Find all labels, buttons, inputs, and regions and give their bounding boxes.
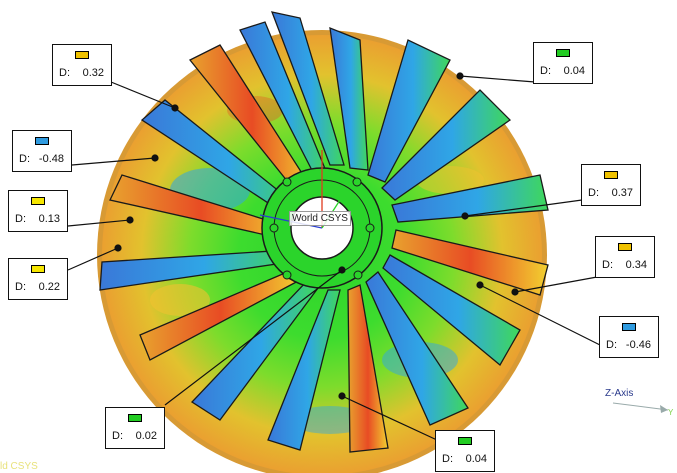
- deviation-prefix: D:: [59, 67, 70, 79]
- triad-arrow: [660, 405, 668, 413]
- leader-line: [110, 81, 176, 109]
- leader-line: [479, 284, 601, 346]
- deviation-prefix: D:: [15, 213, 26, 225]
- deviation-value: 0.13: [38, 213, 60, 225]
- deviation-swatch: [622, 323, 636, 331]
- orientation-triad: [612, 402, 669, 413]
- deviation-swatch: [458, 437, 472, 445]
- faded-csys-label: ld CSYS: [0, 461, 38, 472]
- blade: [367, 39, 451, 183]
- deviation-swatch: [75, 51, 89, 59]
- deviation-prefix: D:: [602, 259, 613, 271]
- blade: [329, 26, 369, 171]
- blade: [347, 284, 389, 453]
- leader-line: [164, 269, 343, 406]
- deviation-callout[interactable]: D: 0.04: [533, 42, 593, 84]
- deviation-callout[interactable]: D: 0.32: [52, 44, 112, 86]
- deviation-value: 0.02: [135, 430, 157, 442]
- deviation-callout[interactable]: D: 0.04: [435, 430, 495, 472]
- deviation-prefix: D:: [588, 187, 599, 199]
- deviation-value: 0.32: [82, 67, 104, 79]
- deviation-swatch: [556, 49, 570, 57]
- deviation-value: 0.34: [625, 259, 647, 271]
- deviation-value: -0.46: [625, 339, 651, 351]
- deviation-swatch: [618, 243, 632, 251]
- deviation-prefix: D:: [540, 65, 551, 77]
- bolt-hole: [269, 223, 279, 233]
- deviation-value: -0.48: [38, 153, 64, 165]
- leader-line: [67, 219, 131, 227]
- leader-line: [341, 395, 438, 441]
- blade: [267, 289, 341, 451]
- blade: [391, 229, 549, 296]
- leader-line: [464, 199, 583, 217]
- bolt-hole: [352, 177, 362, 187]
- deviation-callout[interactable]: D: 0.34: [595, 236, 655, 278]
- hub-bolt-holes: [269, 177, 375, 280]
- triad-axis-label: Z-Axis: [605, 388, 634, 399]
- bolt-hole: [282, 270, 292, 280]
- deviation-callout[interactable]: D: 0.37: [581, 164, 641, 206]
- bolt-hole: [353, 270, 363, 280]
- deviation-swatch: [31, 197, 45, 205]
- deviation-value: 0.37: [611, 187, 633, 199]
- leader-line: [459, 75, 536, 83]
- deviation-swatch: [35, 137, 49, 145]
- deviation-swatch: [128, 414, 142, 422]
- csys-label: World CSYS: [289, 211, 351, 226]
- deviation-patch: [150, 284, 210, 316]
- deviation-swatch: [31, 265, 45, 273]
- deviation-value: 0.22: [38, 281, 60, 293]
- deviation-prefix: D:: [606, 339, 617, 351]
- deviation-callout[interactable]: D: 0.02: [105, 407, 165, 449]
- leader-line: [514, 276, 598, 293]
- deviation-swatch: [604, 171, 618, 179]
- callout-leaders: [67, 72, 601, 441]
- deviation-prefix: D:: [112, 430, 123, 442]
- leader-line: [71, 157, 156, 166]
- blade: [270, 11, 345, 166]
- triad-axis: [612, 402, 669, 411]
- blade: [381, 89, 512, 201]
- deviation-prefix: D:: [19, 153, 30, 165]
- blade: [382, 254, 521, 366]
- deviation-prefix: D:: [15, 281, 26, 293]
- deviation-prefix: D:: [442, 453, 453, 465]
- deviation-callout[interactable]: D: -0.48: [12, 130, 72, 172]
- deviation-callout[interactable]: D: 0.13: [8, 190, 68, 232]
- bolt-hole: [282, 177, 292, 187]
- deviation-value: 0.04: [465, 453, 487, 465]
- deviation-value: 0.04: [563, 65, 585, 77]
- deviation-callout[interactable]: D: 0.22: [8, 258, 68, 300]
- leader-line: [67, 247, 119, 271]
- blade: [365, 271, 469, 426]
- bolt-hole: [365, 223, 375, 233]
- triad-y-label: Y: [668, 408, 674, 417]
- deviation-callout[interactable]: D: -0.46: [599, 316, 659, 358]
